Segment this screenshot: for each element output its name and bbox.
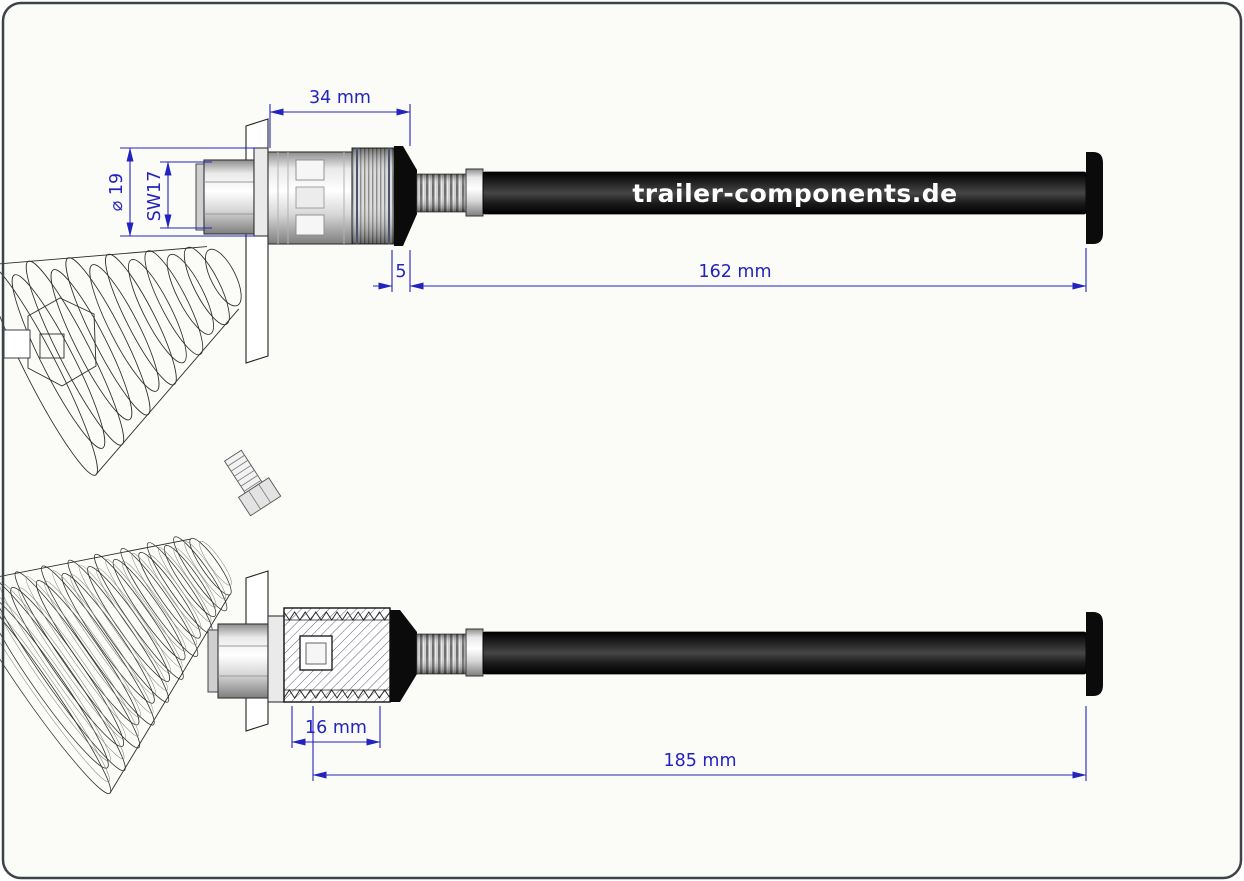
bellows-ring: [0, 594, 111, 762]
bellows-ring: [158, 547, 212, 623]
bellows-ring: [67, 559, 170, 703]
internal-thread-teeth: [283, 611, 391, 621]
dim-label-width: 34 mm: [309, 88, 371, 108]
rod-shaft: [482, 631, 1087, 675]
dim-label-thread: 16 mm: [305, 718, 367, 738]
threaded-stud: [223, 449, 282, 517]
bellows-silhouette: [0, 538, 191, 585]
bellows-ring: [199, 540, 232, 586]
bellows-ring: [41, 565, 155, 726]
lock-washer: [207, 629, 219, 693]
bellows-ring: [52, 570, 154, 714]
bellows-ring: [173, 547, 217, 608]
bellows-ring: [120, 548, 199, 657]
dimensions-bottom: 16 mm 185 mm: [291, 706, 1087, 781]
sleeve-slot-bottom: [295, 214, 325, 236]
bellows-ring: [50, 269, 133, 421]
internal-thread-teeth: [283, 689, 391, 699]
dim-label-diameter: ⌀ 19: [107, 173, 127, 211]
bellows-ring: [121, 560, 187, 652]
bellows-silhouette: [0, 246, 208, 266]
stud-hex: [237, 477, 282, 517]
sectioned-sleeve: [283, 607, 391, 703]
bellows-ring: [35, 580, 140, 726]
bellows-ring: [44, 580, 141, 718]
square-socket-inner: [305, 642, 327, 665]
bellows-ring: [205, 248, 242, 307]
bellows-ring: [11, 274, 106, 449]
bellows-ring: [183, 246, 230, 326]
bellows-ring: [25, 576, 139, 737]
bellows-ring: [0, 587, 110, 783]
bellows-ring: [78, 564, 168, 691]
bellows-ring: [163, 545, 217, 617]
bellows-ring: [128, 259, 187, 364]
bellows-ring: [0, 582, 125, 760]
silver-band: [465, 628, 484, 677]
bellows-ring: [61, 573, 155, 704]
silver-band: [465, 168, 484, 217]
bellows-ring: [138, 552, 201, 639]
rod-adapter-cone: [390, 610, 417, 702]
dimensions-top: 34 mm ⌀ 19 SW17 5 162 mm: [107, 88, 1087, 292]
rod-end-flange: [1086, 152, 1103, 244]
bellows-ring: [0, 577, 126, 772]
collar-shading: [352, 148, 394, 244]
bellows-ring: [166, 253, 214, 335]
top-assembly-view: trailer-components.de 34 mm ⌀ 19 SW17 5 …: [0, 88, 1103, 476]
rod-adapter-cone: [394, 146, 417, 246]
brand-text: trailer-components.de: [632, 179, 957, 208]
bellows-ring: [94, 553, 184, 680]
bellows-rings-inner: [0, 540, 232, 783]
bellows-ring: [0, 582, 112, 795]
rod-end-flange: [1086, 612, 1103, 696]
edge-socket-outline: [3, 329, 31, 359]
bellows-ring: [0, 594, 109, 769]
dim-label-offset: 5: [395, 262, 406, 282]
bellows-boot: [0, 246, 242, 476]
bellows-ring: [0, 264, 98, 476]
sleeve-slot-mid: [295, 186, 325, 209]
bellows-ring: [173, 536, 228, 612]
dim-label-length: 162 mm: [698, 262, 771, 282]
bellows-ring: [112, 559, 186, 661]
threaded-rod-shading: [417, 174, 466, 212]
washer: [267, 615, 285, 703]
bellows-silhouette: [95, 308, 240, 476]
hex-nut: [217, 623, 269, 699]
hex-insert-outline: [27, 297, 97, 387]
bellows-ring: [18, 587, 126, 740]
bottom-assembly-view: 16 mm 185 mm: [0, 449, 1103, 795]
bellows-ring: [95, 567, 172, 674]
dim-label-wrench: SW17: [145, 171, 165, 222]
washer: [253, 147, 269, 237]
bellows-ring: [89, 264, 160, 392]
bellows-ring: [189, 537, 232, 596]
sleeve-slot-top: [295, 159, 325, 181]
bellows-ring: [14, 571, 141, 749]
dim-label-length: 185 mm: [663, 751, 736, 771]
hex-nut: [203, 159, 255, 235]
bellows-ring: [70, 574, 156, 696]
bellows-ring: [144, 250, 204, 356]
bellows-silhouette: [109, 594, 230, 794]
square-socket-outline: [39, 333, 65, 359]
bellows-ring: [105, 558, 183, 668]
bellows-ring: [131, 553, 197, 645]
threaded-rod-shading: [417, 634, 466, 674]
bellows-ring: [184, 541, 226, 600]
